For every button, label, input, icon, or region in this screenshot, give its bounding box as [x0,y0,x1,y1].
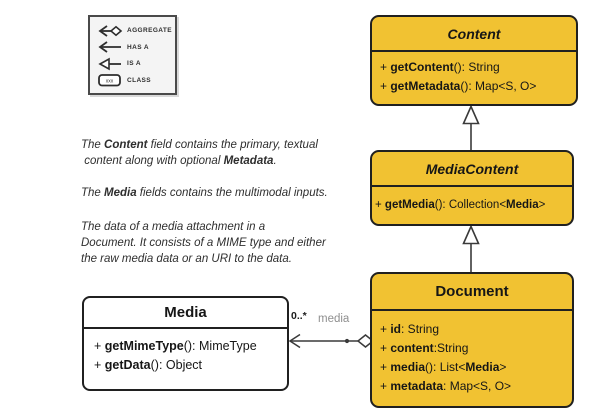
svg-text:xxx: xxx [106,79,114,85]
note-media-fields: The Media fields contains the multimodal… [81,187,328,199]
class-members-mediacontent: + getMedia(): Collection<Media> [372,187,572,222]
aggregation-link-document-media [288,333,375,349]
legend-box: AGGREGATE HAS A IS A xxx CLASS [88,15,177,95]
is-a-arrow-mediacontent-content [462,104,480,151]
class-box-mediacontent: MediaContent + getMedia(): Collection<Me… [370,150,574,226]
class-title-media: Media [84,298,287,329]
class-member: + metadata: Map<S, O> [380,379,512,393]
class-member: + id: String [380,322,440,336]
class-box-media: Media + getMimeType(): MimeType + getDat… [82,296,289,391]
legend-label-is-a: IS A [127,60,142,68]
legend-row-is-a: IS A [96,56,171,71]
open-arrowhead-icon [288,333,301,349]
aggregate-icon [98,24,123,37]
is-a-icon [98,57,121,71]
join-dot-icon [344,338,350,344]
legend-label-class: CLASS [127,76,152,84]
class-member: + content:String [380,341,469,355]
note-media-attachment: The data of a media attachment in a Docu… [81,221,326,265]
class-member: + media(): List<Media> [380,360,507,374]
role-label: media [318,313,350,325]
class-title-document: Document [372,274,572,311]
class-title-mediacontent: MediaContent [372,152,572,187]
class-members-content: + getContent(): String + getMetadata(): … [372,52,576,96]
class-member: + getMedia(): Collection<Media> [375,198,546,211]
legend-label-aggregate: AGGREGATE [127,27,173,34]
legend-label-has-a: HAS A [127,43,149,51]
class-member: + getMetadata(): Map<S, O> [380,79,537,93]
class-box-document: Document + id: String + content:String +… [370,272,574,408]
legend-row-class: xxx CLASS [96,73,171,88]
legend-row-aggregate: AGGREGATE [96,23,173,38]
class-box-content: Content + getContent(): String + getMeta… [370,15,578,106]
class-member: + getMimeType(): MimeType [94,339,257,353]
class-title-content: Content [372,17,576,52]
legend-row-has-a: HAS A [96,40,171,55]
class-member: + getContent(): String [380,60,500,74]
class-members-media: + getMimeType(): MimeType + getData(): O… [84,329,287,375]
is-a-arrow-document-mediacontent [462,224,480,273]
note-content-field: The Content field contains the primary, … [81,139,318,167]
multiplicity-label: 0..* [291,310,307,322]
class-member: + getData(): Object [94,358,203,372]
class-icon: xxx [98,74,121,87]
class-members-document: + id: String + content:String + media():… [372,311,572,396]
has-a-icon [98,41,121,53]
